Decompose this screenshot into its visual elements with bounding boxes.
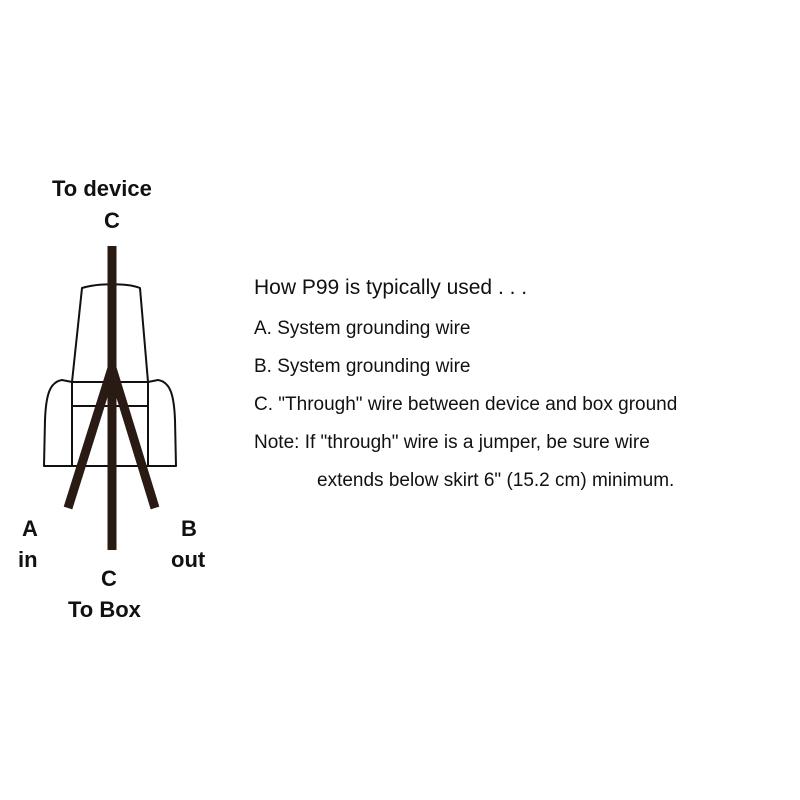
wire-a-direction-label: in: [18, 547, 38, 572]
legend-item-a: A. System grounding wire: [254, 318, 471, 339]
to-box-label: To Box: [68, 597, 141, 622]
connector-left-wing-outline: [43, 379, 73, 467]
legend-title: How P99 is typically used . . .: [254, 276, 528, 299]
usage-legend: How P99 is typically used . . . A. Syste…: [254, 276, 784, 492]
wire-a-letter: A: [22, 516, 38, 541]
legend-item-c: C. "Through" wire between device and box…: [254, 394, 678, 415]
wire-c-top-letter: C: [104, 208, 120, 233]
wire-c-bottom-letter: C: [101, 566, 117, 591]
wire-b-letter: B: [181, 516, 197, 541]
wire-b-out: [107, 366, 160, 510]
legend-note-continuation: extends below skirt 6" (15.2 cm) minimum…: [317, 470, 675, 491]
wire-a-in: [63, 366, 117, 510]
connector-right-wing-outline: [147, 379, 177, 467]
wire-connector-diagram: [43, 246, 177, 550]
wire-b-direction-label: out: [171, 547, 206, 572]
legend-note: Note: If "through" wire is a jumper, be …: [254, 432, 650, 453]
legend-item-b: B. System grounding wire: [254, 356, 471, 377]
connector-cap-outline: [71, 283, 149, 383]
to-device-label: To device: [52, 176, 152, 201]
